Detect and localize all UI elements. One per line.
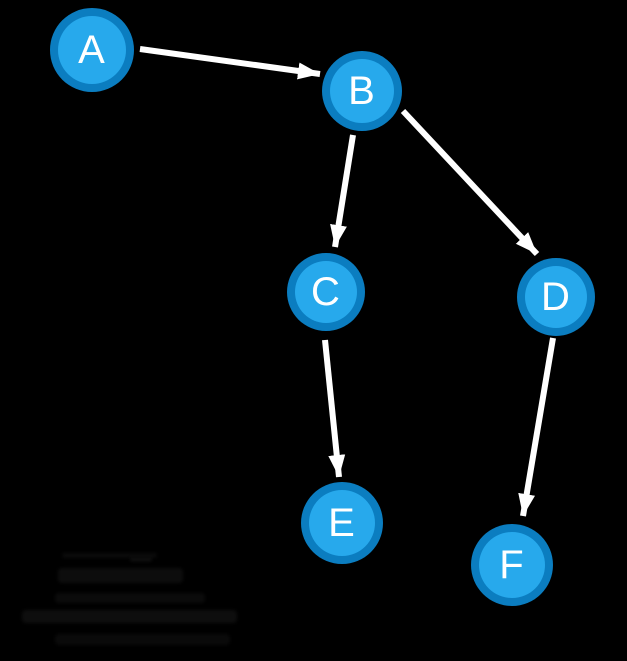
graph-node-f[interactable]: F <box>471 524 553 606</box>
node-body <box>525 266 587 328</box>
node-body <box>309 490 375 556</box>
graph-edge-c-e <box>322 339 346 478</box>
graph-node-d[interactable]: D <box>517 258 595 336</box>
graph-edge-d-f <box>518 337 556 517</box>
node-label: C <box>311 270 341 314</box>
node-body <box>479 532 545 598</box>
graph-edge-a-b <box>139 46 321 80</box>
node-body <box>330 59 394 123</box>
node-label: D <box>541 275 571 319</box>
graph-node-c[interactable]: C <box>287 253 365 331</box>
graph-edge-b-d <box>400 108 540 257</box>
node-label: F <box>499 543 524 587</box>
graph-node-e[interactable]: E <box>301 482 383 564</box>
graph-node-b[interactable]: B <box>322 51 402 131</box>
node-body <box>295 261 357 323</box>
graph-node-a[interactable]: A <box>50 8 134 92</box>
node-body <box>58 16 126 84</box>
node-label: E <box>328 501 356 545</box>
node-label: A <box>78 28 106 72</box>
graph-edge-b-c <box>330 134 356 248</box>
node-label: B <box>348 69 376 113</box>
